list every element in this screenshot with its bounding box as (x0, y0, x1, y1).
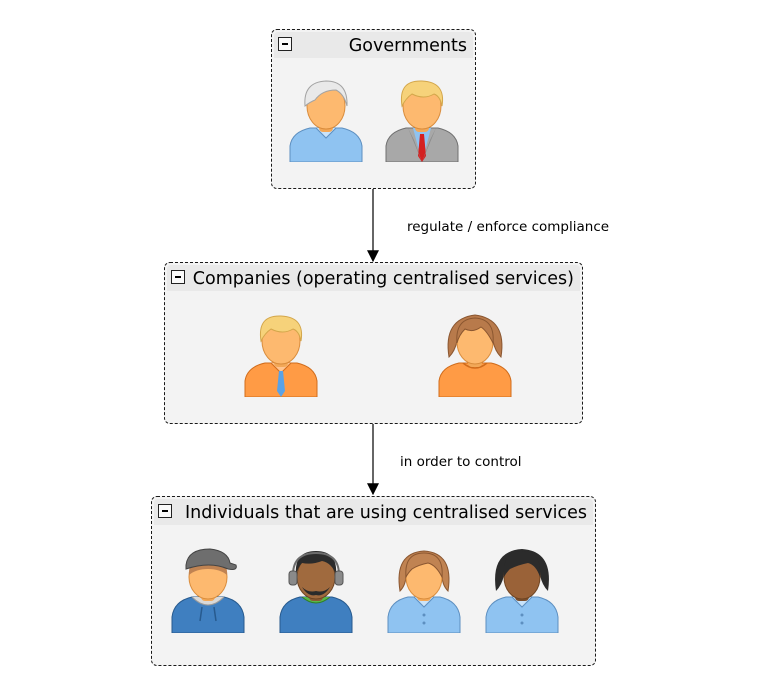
edge-label-control: in order to control (400, 454, 522, 470)
businessman-icon (384, 76, 460, 162)
collapse-button-governments[interactable] (278, 37, 292, 51)
user-cap-icon (170, 547, 246, 633)
group-title-companies: Companies (operating centralised service… (192, 269, 574, 289)
user-woman-icon (386, 547, 462, 633)
group-governments: Governments (271, 29, 476, 189)
group-header-companies: Companies (operating centralised service… (167, 265, 580, 291)
collapse-button-individuals[interactable] (158, 504, 172, 518)
group-title-individuals: Individuals that are using centralised s… (184, 503, 587, 523)
group-header-governments: Governments (274, 32, 473, 58)
group-header-individuals: Individuals that are using centralised s… (154, 499, 593, 525)
elderly-man-icon (288, 76, 364, 162)
edge-label-regulate: regulate / enforce compliance (407, 219, 610, 235)
male-employee-icon (243, 311, 319, 397)
group-title-governments: Governments (348, 36, 467, 56)
group-individuals: Individuals that are using centralised s… (151, 496, 596, 666)
user-headset-icon (278, 547, 354, 633)
user-woman-dark-icon (484, 547, 560, 633)
female-employee-icon (437, 311, 513, 397)
group-companies: Companies (operating centralised service… (164, 262, 583, 424)
collapse-button-companies[interactable] (171, 270, 185, 284)
